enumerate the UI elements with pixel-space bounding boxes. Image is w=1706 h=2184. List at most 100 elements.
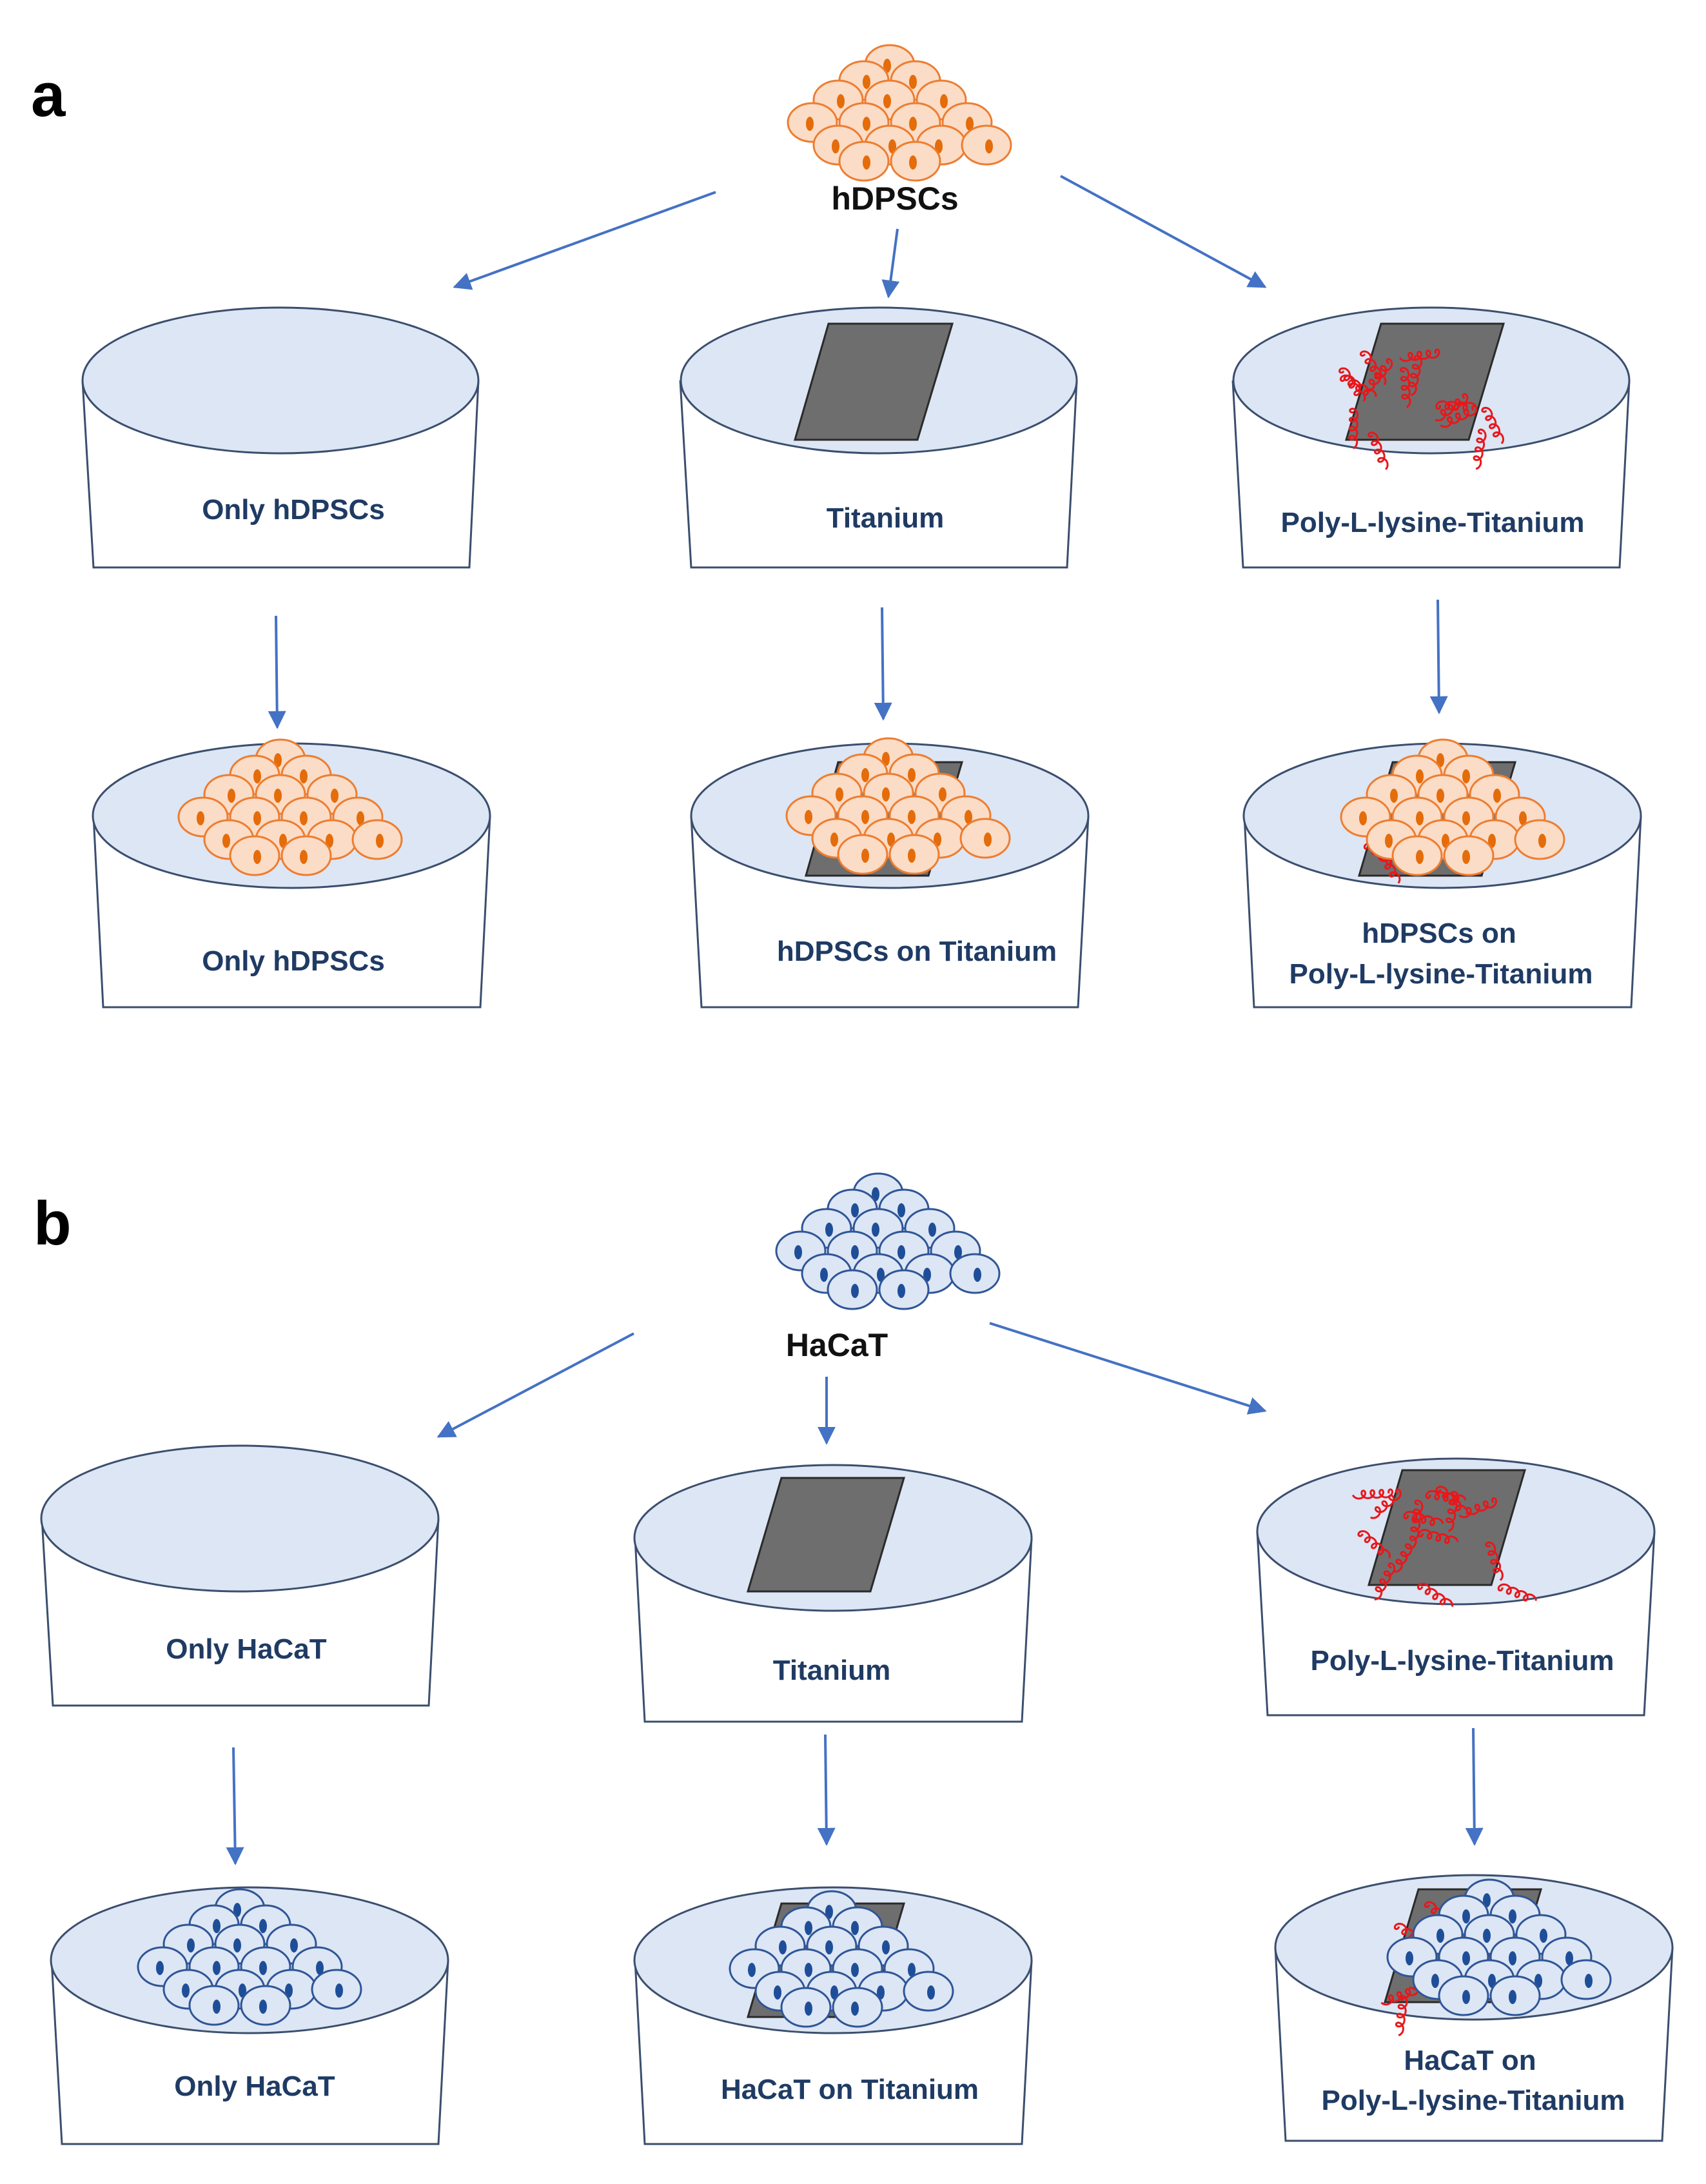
poly-l-lysine-coil [1357, 1530, 1391, 1559]
panel-a-label: a [31, 61, 66, 130]
dish-label: Only hDPSCs [202, 945, 385, 977]
dish-a-polylysine-titanium: Poly-L-lysine-Titanium [1231, 306, 1631, 569]
dish-label: Poly-L-lysine-Titanium [1289, 958, 1593, 990]
poly-l-lysine-coil [1374, 1562, 1396, 1600]
arrow-a-down-right [1429, 599, 1448, 714]
dish-label: Titanium [773, 1655, 891, 1686]
arrow-b-left [436, 1332, 634, 1438]
cell [1443, 835, 1495, 876]
cell [351, 819, 403, 860]
poly-l-lysine-coil [1408, 355, 1423, 397]
dish-label: Poly-L-lysine-Titanium [1321, 2085, 1625, 2116]
hacat-cell-cluster [729, 1890, 954, 2028]
titanium-plate [746, 1477, 906, 1593]
poly-l-lysine-coil [1473, 428, 1487, 470]
dish-a-hdpscs-on-polylysine-titanium: hDPSCs on Poly-L-lysine-Titanium [1242, 738, 1642, 1008]
cell [949, 1253, 1001, 1294]
cell [229, 835, 280, 876]
hdpsc-cell-cluster [785, 737, 1011, 875]
cell [1514, 819, 1565, 860]
dish-b-hacat-on-polylysine-titanium: HaCaT on Poly-L-lysine-Titanium [1274, 1874, 1674, 2142]
arrow-b-down-right [1465, 1727, 1484, 1846]
dish-label: Only HaCaT [166, 1633, 327, 1665]
dish-a-only-hdpscs: Only hDPSCs [81, 306, 480, 569]
cell [837, 834, 888, 875]
poly-l-lysine-coil [1497, 1583, 1537, 1602]
dish-b-hacat-on-titanium: HaCaT on Titanium [633, 1886, 1033, 2145]
cell [961, 124, 1012, 166]
poly-l-lysine-coil [1395, 1994, 1408, 2036]
dish-label: hDPSCs on Titanium [777, 936, 1057, 967]
dish-a-titanium: Titanium [679, 306, 1078, 569]
cell [832, 1987, 883, 2028]
hdpsc-cell-cluster [177, 738, 403, 876]
cell [1489, 1975, 1541, 2016]
cell [311, 1969, 362, 2010]
arrow-b-right [989, 1322, 1267, 1415]
dish-a-only-hdpscs-result: Only hDPSCs [92, 738, 491, 1008]
panel-b: b HaCaT Only HaCaT Titanium Poly-L-lysin… [34, 1172, 1674, 2145]
cell [903, 1971, 954, 2012]
arrow-b-down-middle [817, 1734, 836, 1846]
hacat-cell-cluster [1386, 1878, 1612, 2016]
arrow-a-middle [881, 228, 900, 299]
poly-l-lysine-coil [1481, 406, 1505, 444]
dish-label: HaCaT on [1404, 2045, 1536, 2076]
cell [878, 1269, 930, 1310]
dish-label: HaCaT on Titanium [721, 2074, 979, 2105]
cell [1560, 1959, 1612, 2000]
dish-a-hdpscs-on-titanium: hDPSCs on Titanium [690, 737, 1090, 1008]
poly-l-lysine-coil [1458, 1497, 1498, 1519]
dish-label: Poly-L-lysine-Titanium [1280, 507, 1584, 538]
hdpsc-cell-cluster [1340, 738, 1565, 876]
poly-l-lysine-coil [1348, 408, 1359, 449]
poly-l-lysine-coil [1485, 1541, 1504, 1581]
poly-l-lysine-coil [1380, 1985, 1420, 2006]
cell [240, 1985, 291, 2026]
poly-l-lysine-coil [1418, 1529, 1459, 1544]
dish-label: hDPSCs on [1362, 918, 1516, 949]
dish-b-only-hacat: Only HaCaT [40, 1444, 440, 1707]
poly-l-lysine-coil [1410, 1499, 1424, 1541]
cell [1438, 1975, 1489, 2016]
hacat-source-cluster [775, 1172, 1001, 1310]
cell [780, 1987, 832, 2028]
poly-l-lysine-coil [1338, 367, 1366, 402]
dish-b-only-hacat-result: Only HaCaT [50, 1886, 449, 2145]
cell [888, 834, 940, 875]
poly-l-lysine-coil [1339, 374, 1377, 397]
arrow-a-down-left [268, 615, 286, 729]
poly-l-lysine-coil [1370, 1488, 1402, 1519]
cell [959, 818, 1011, 859]
titanium-plate [794, 322, 954, 441]
poly-l-lysine-coils [1338, 348, 1505, 470]
poly-l-lysine-coil [1368, 431, 1389, 470]
cell [280, 835, 332, 876]
cell [1391, 835, 1443, 876]
poly-l-lysine-coil [1399, 366, 1411, 408]
dish-label: Titanium [827, 502, 945, 534]
poly-l-lysine-coil [1417, 1582, 1454, 1607]
arrow-a-left [453, 191, 716, 290]
dish-b-titanium: Titanium [633, 1464, 1033, 1723]
hacat-cell-cluster [137, 1888, 362, 2026]
dish-label: Only hDPSCs [202, 494, 385, 526]
cell [188, 1985, 240, 2026]
poly-l-lysine-coil [1366, 358, 1393, 393]
arrow-a-down-middle [874, 607, 892, 721]
poly-l-lysine-coils [1351, 1486, 1537, 1607]
poly-l-lysine-coil [1435, 393, 1469, 422]
cell [838, 141, 890, 182]
poly-l-lysine-coil [1403, 1510, 1444, 1526]
arrow-b-down-left [226, 1747, 244, 1865]
poly-l-lysine-coil [1394, 1535, 1417, 1573]
poly-l-lysine-coil [1440, 404, 1478, 428]
cell [827, 1269, 878, 1310]
cell [890, 141, 941, 182]
dish-b-polylysine-titanium: Poly-L-lysine-Titanium [1256, 1457, 1656, 1717]
hdpsc-source-cluster [787, 44, 1012, 182]
hdpsc-source-label: hDPSCs [831, 181, 958, 217]
arrow-a-right [1060, 175, 1267, 288]
poly-l-lysine-coil [1425, 1490, 1467, 1504]
